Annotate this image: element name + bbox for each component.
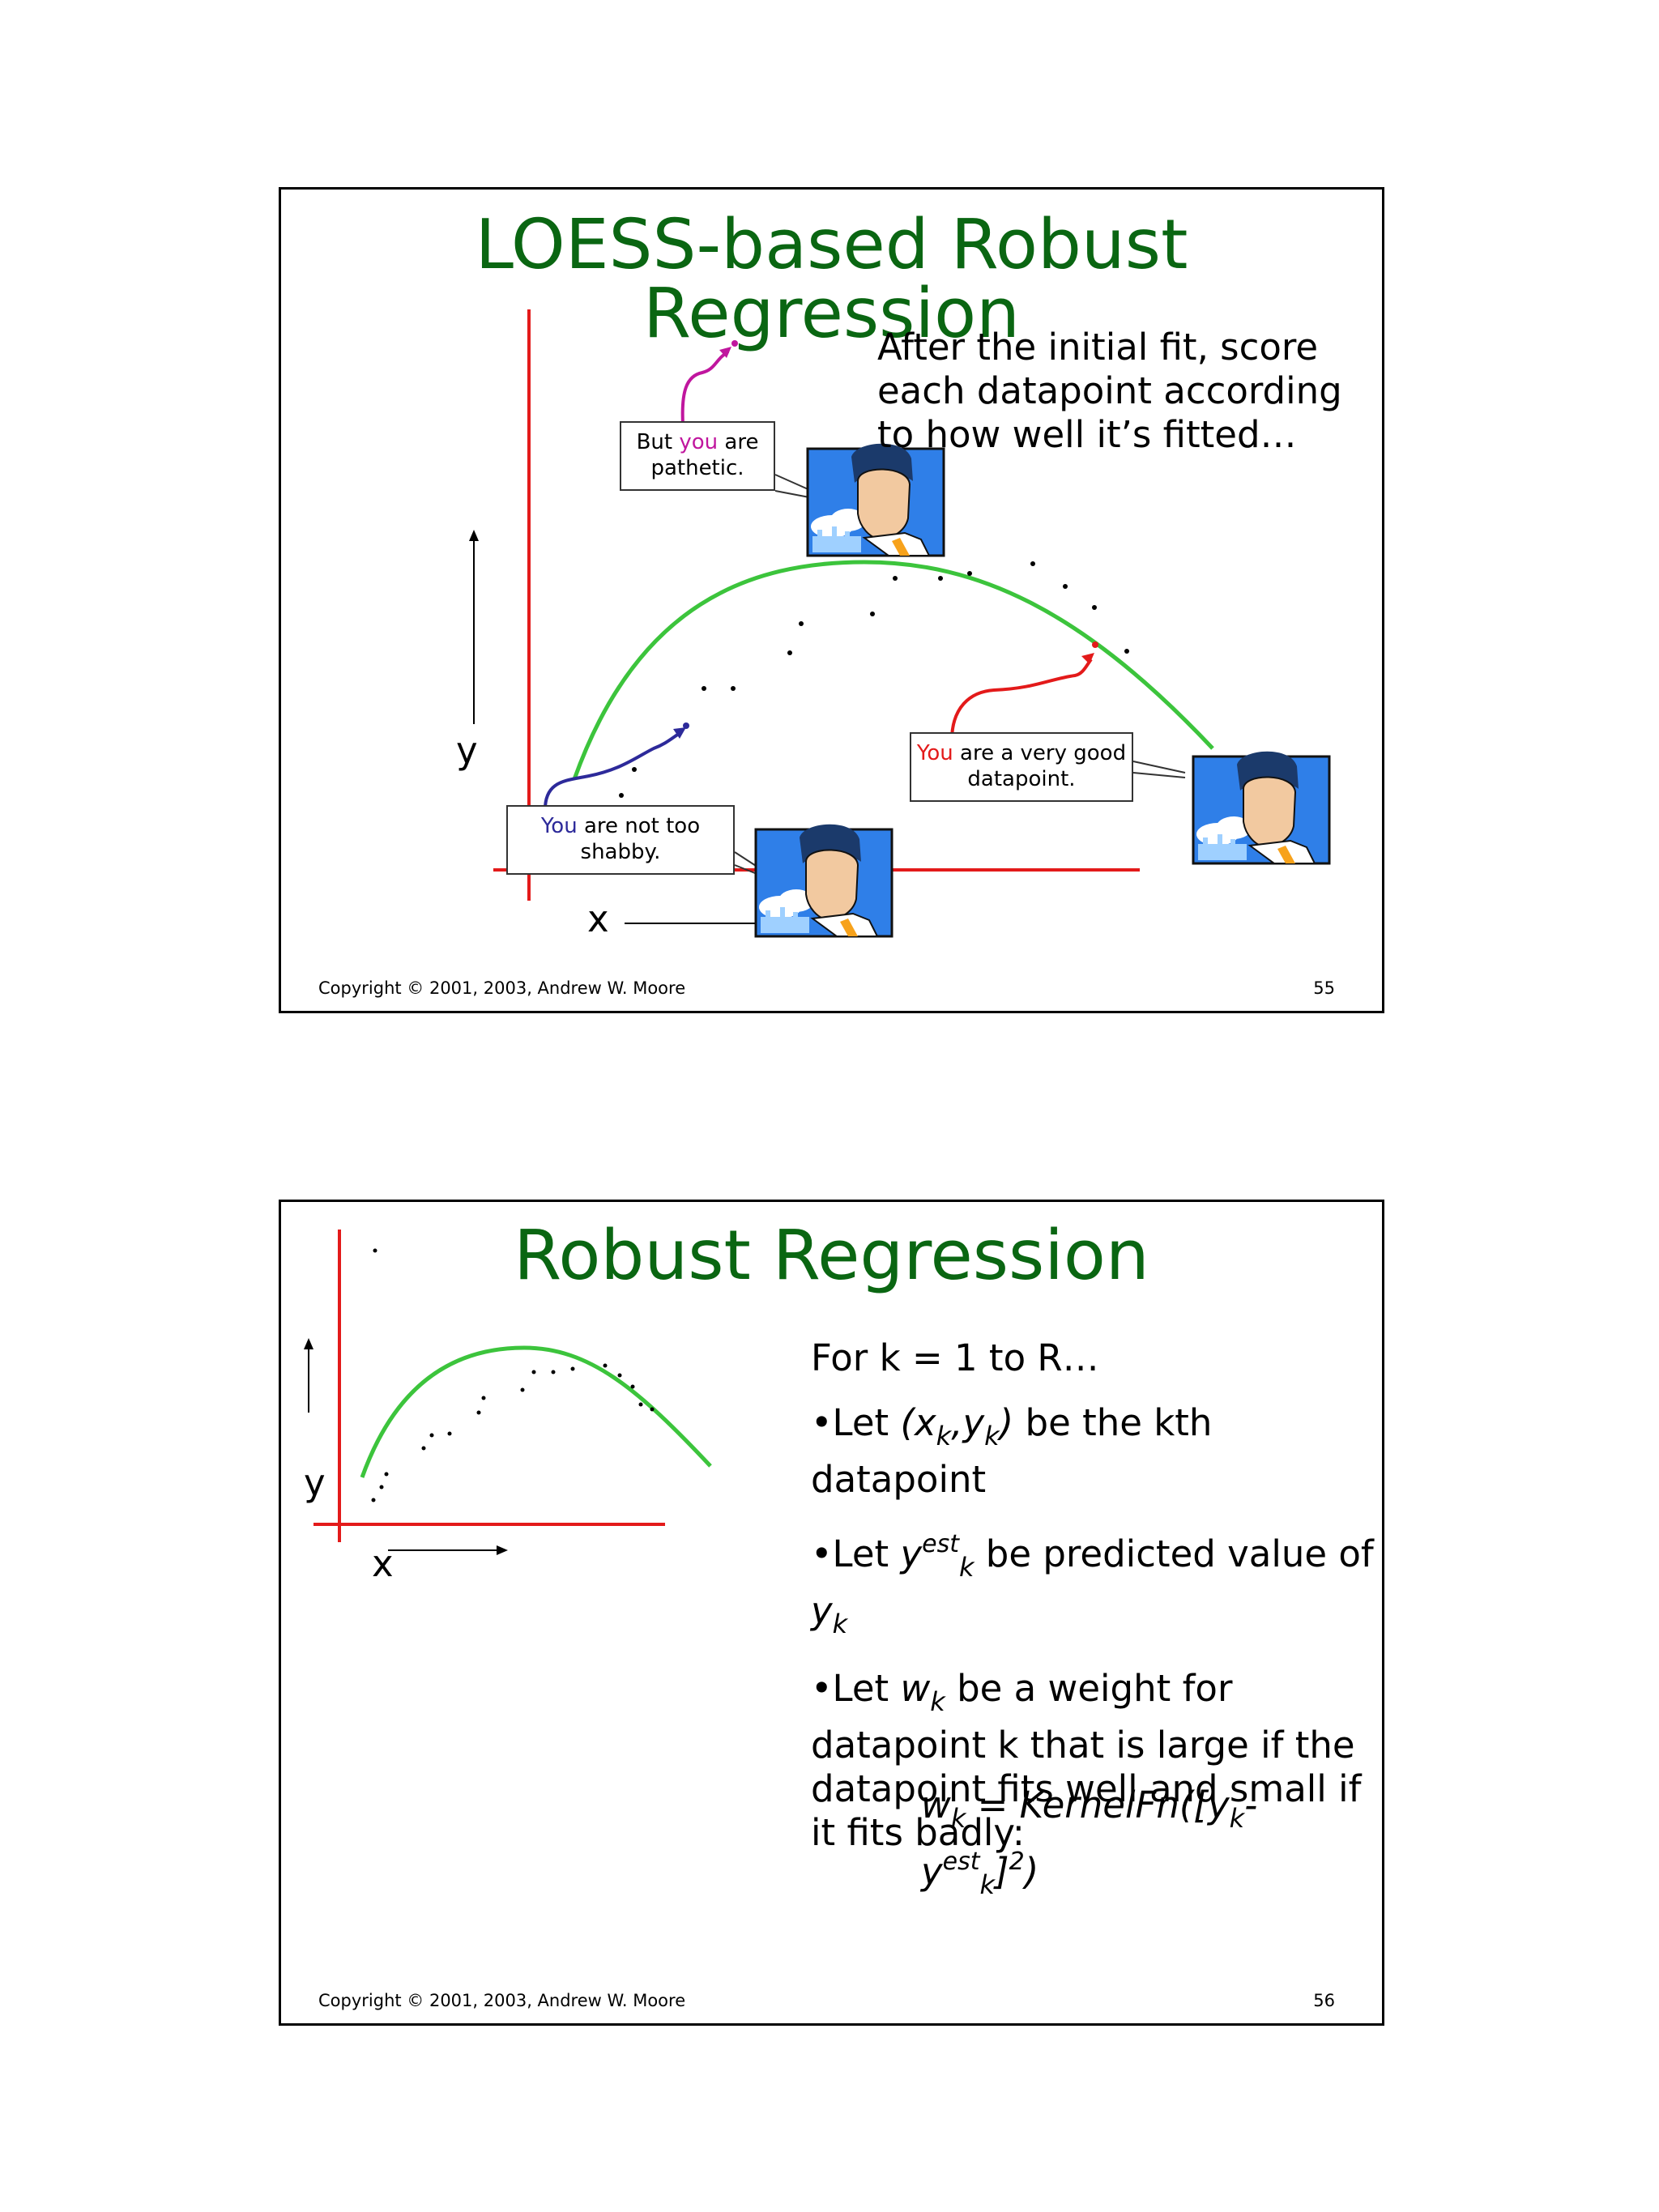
slide-55: LOESS-based Robust Regression — [279, 187, 1384, 1013]
businessman-icon — [806, 443, 945, 557]
pink-arrow — [680, 350, 730, 425]
businessman-icon — [1192, 751, 1331, 865]
y-axis-label: y — [456, 729, 478, 772]
fitted-curve — [360, 1345, 712, 1478]
copyright: Copyright © 2001, 2003, Andrew W. Moore — [318, 1991, 686, 2010]
y-axis-label: y — [304, 1461, 326, 1504]
datapoints — [619, 561, 1129, 798]
datapoints — [371, 1248, 655, 1502]
copyright: Copyright © 2001, 2003, Andrew W. Moore — [318, 978, 686, 998]
outlier-point — [731, 340, 738, 347]
callout-pathetic: But you are pathetic. — [620, 421, 775, 491]
loop-line: For k = 1 to R… — [811, 1336, 1099, 1379]
red-arrow — [950, 658, 1093, 741]
callout-good: You are a very good datapoint. — [910, 732, 1133, 802]
businessman-icon — [754, 824, 893, 938]
x-axis-label: x — [372, 1542, 394, 1585]
slide-56: Robust Regression y x For k = 1 to R… •L… — [279, 1200, 1384, 2026]
ok-point — [683, 722, 689, 729]
callout-shabby: You are not too shabby. — [506, 805, 735, 875]
bullet-prediction: •Let yestk be predicted value of yk — [811, 1530, 1374, 1639]
slide-title: LOESS-based Robust Regression — [475, 205, 1188, 354]
x-axis-label: x — [587, 897, 609, 940]
loess-figure — [469, 309, 1331, 938]
robust-figure — [304, 1230, 712, 1555]
blue-arrow — [543, 731, 683, 814]
algorithm-text: For k = 1 to R… •Let (xk,yk) be the kth … — [811, 1336, 1378, 1876]
slide-title: Robust Regression — [514, 1216, 1149, 1296]
page-number: 55 — [1313, 978, 1335, 998]
page-number: 56 — [1313, 1991, 1335, 2010]
weight-formula: wk = KernelFn([yk- yestk]2) — [921, 1784, 1258, 1900]
slide-body-text: After the initial fit, score each datapo… — [877, 326, 1342, 456]
good-point — [1092, 641, 1098, 648]
bullet-datapoint: •Let (xk,yk) be the kth datapoint — [811, 1401, 1213, 1501]
bullet-weight: •Let wk be a weight for datapoint k that… — [811, 1667, 1362, 1854]
